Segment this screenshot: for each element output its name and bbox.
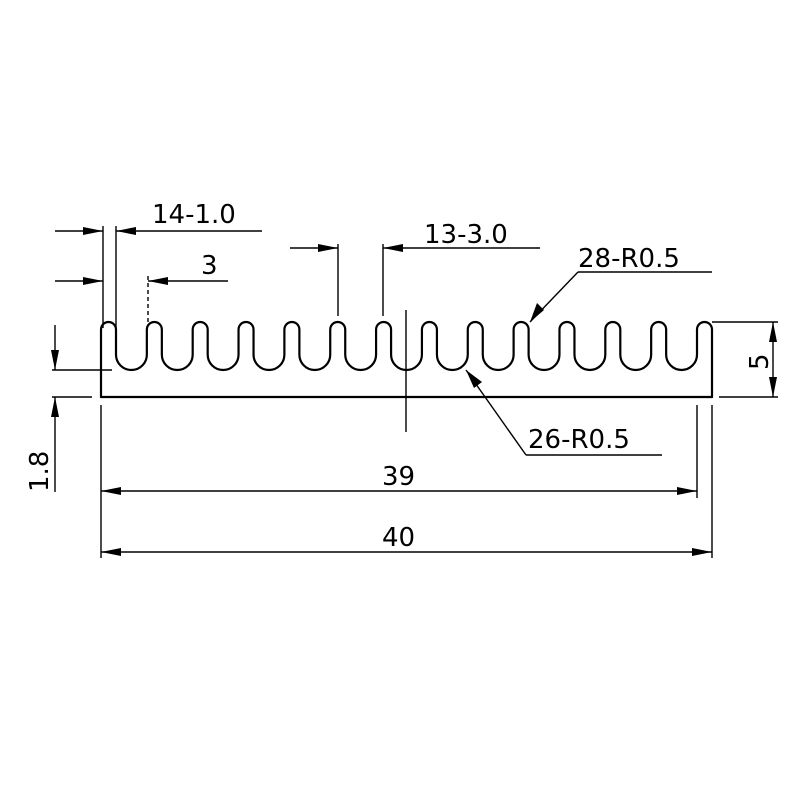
- fin-height-label: 5: [745, 353, 775, 370]
- inner-width-dimension: 39: [100, 405, 698, 558]
- arrowhead: [101, 487, 121, 495]
- root-radius-leader: 26-R0.5: [465, 369, 662, 456]
- arrowhead: [530, 303, 544, 322]
- arrowhead: [692, 548, 712, 556]
- fin-pitch-dimension: 3: [55, 251, 228, 322]
- arrowhead: [101, 548, 121, 556]
- arrowhead: [769, 322, 777, 342]
- fin-tip-radius-leader: 28-R0.5: [529, 244, 712, 323]
- overall-width-dimension: 40: [101, 405, 713, 558]
- arrowhead: [51, 350, 59, 370]
- fin-thickness-label: 14-1.0: [152, 200, 236, 230]
- arrowhead: [769, 377, 777, 397]
- arrowhead: [318, 244, 338, 252]
- arrowhead: [116, 227, 136, 235]
- gap-width-dimension: 13-3.0: [290, 220, 540, 316]
- base-thickness-dimension: 1.8: [25, 325, 112, 492]
- arrowhead: [83, 277, 103, 285]
- fin-height-dimension: 5: [712, 321, 778, 398]
- fin-tip-radius-label: 28-R0.5: [578, 244, 680, 274]
- arrowhead: [466, 370, 482, 388]
- arrowhead: [83, 227, 103, 235]
- inner-width-label: 39: [382, 462, 415, 492]
- root-radius-label: 26-R0.5: [528, 425, 630, 455]
- arrowhead: [677, 487, 697, 495]
- arrowhead: [51, 397, 59, 417]
- arrowhead: [383, 244, 403, 252]
- arrowhead: [148, 277, 168, 285]
- gap-width-label: 13-3.0: [424, 220, 508, 250]
- fin-thickness-dimension: 14-1.0: [55, 200, 262, 328]
- fin-pitch-label: 3: [201, 251, 218, 281]
- base-thickness-label: 1.8: [25, 451, 55, 492]
- overall-width-label: 40: [382, 523, 415, 553]
